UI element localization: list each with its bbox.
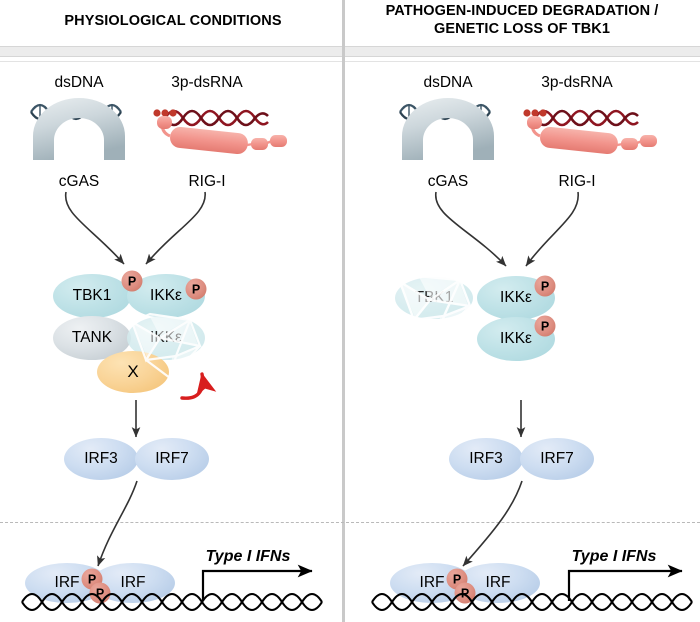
left-node-irf7-label: IRF7 [155,450,189,467]
left-nuclear-node-irf-a-label: IRF [54,574,80,591]
left-node-ikke-degraded-label: IKKε [150,329,182,346]
right-sensor-label-rigi: RIG-I [558,173,596,190]
header-divider-rule-secondary [0,61,700,62]
right-nuclear-node-irf-a-label: IRF [419,574,445,591]
left-cgas-protein-icon [33,98,125,160]
left-node-irf3: IRF3 [64,438,138,480]
header-divider-rule [0,46,700,57]
nuclear-membrane-dashed-line [0,522,700,523]
left-nuclear-node-irf-b-label: IRF [120,574,146,591]
left-node-tank-label: TANK [71,329,113,346]
left-arrow-irf-to-nucleus [97,480,138,567]
left-sensor-label-cgas: cGAS [58,173,100,190]
left-ligand-label-3p-dsrna: 3p-dsRNA [171,74,243,91]
phospho-glyph: P [87,572,97,586]
left-arrow-rigi-to-complex [145,191,206,265]
phospho-glyph: P [540,279,550,293]
right-node-ikke-top-label: IKKε [500,289,532,306]
left-inhibition-arrow [180,372,217,400]
right-arrow-cgas-to-complex [435,191,507,267]
phospho-glyph: P [95,586,105,600]
left-node-x-protein-label: X [127,362,139,381]
right-panel-title: PATHOGEN-INDUCED DEGRADATION / GENETIC L… [385,3,659,37]
right-nuclear-phospho-badge-2: P [454,582,476,604]
right-arrow-rigi-to-complex [525,191,579,267]
right-node-irf7: IRF7 [520,438,594,480]
right-sensor-label-cgas: cGAS [427,173,469,190]
left-arrow-cgas-to-complex [64,191,125,265]
left-3p-dsrna-helix-icon [153,109,269,127]
left-panel-title: PHYSIOLOGICAL CONDITIONS [64,13,282,29]
right-cgas-protein-icon [402,98,494,160]
right-phospho-badge-ikke-top: P [534,275,556,297]
right-nuclear-node-irf-b-label: IRF [485,574,511,591]
left-node-tbk1: TBK1 [53,274,131,318]
left-node-irf7: IRF7 [135,438,209,480]
left-node-irf3-label: IRF3 [84,450,118,467]
phospho-glyph: P [452,572,462,586]
left-node-ikke-top-label: IKKε [150,287,182,304]
left-sensor-label-rigi: RIG-I [188,173,226,190]
left-ligand-label-dsdna: dsDNA [54,74,104,91]
right-dsdna-helix-icon [399,103,491,121]
left-node-tank: TANK [53,316,131,360]
right-node-irf3-label: IRF3 [469,450,503,467]
left-transcription-arrow [201,564,313,601]
right-arrow-irf-to-nucleus [462,480,523,567]
phospho-glyph: P [127,274,137,288]
right-ligand-label-dsdna: dsDNA [423,74,473,91]
left-phospho-badge-tbk1: P [121,270,143,292]
right-rigi-protein-icon [527,116,657,155]
panel-divider [342,0,345,622]
right-ligand-label-3p-dsrna: 3p-dsRNA [541,74,613,91]
left-gene-label-type-i-ifns: Type I IFNs [205,548,291,565]
left-dsdna-helix-icon [30,103,122,121]
phospho-glyph: P [460,586,470,600]
right-node-irf3: IRF3 [449,438,523,480]
right-3p-dsrna-helix-icon [523,109,639,127]
phospho-glyph: P [540,319,550,333]
right-phospho-badge-ikke-bottom: P [534,315,556,337]
right-transcription-arrow [567,564,683,601]
left-phospho-badge-ikke: P [185,278,207,300]
right-node-tbk1-degraded: TBK1 [395,277,473,319]
left-rigi-protein-icon [157,116,287,155]
left-node-tbk1-label: TBK1 [72,287,112,304]
phospho-glyph: P [191,282,201,296]
right-node-ikke-bottom-label: IKKε [500,330,532,347]
right-gene-label-type-i-ifns: Type I IFNs [571,548,657,565]
right-node-irf7-label: IRF7 [540,450,574,467]
right-node-tbk1-degraded-label: TBK1 [414,289,454,306]
left-node-x-protein: X [97,351,169,393]
left-nuclear-phospho-badge-2: P [89,582,111,604]
